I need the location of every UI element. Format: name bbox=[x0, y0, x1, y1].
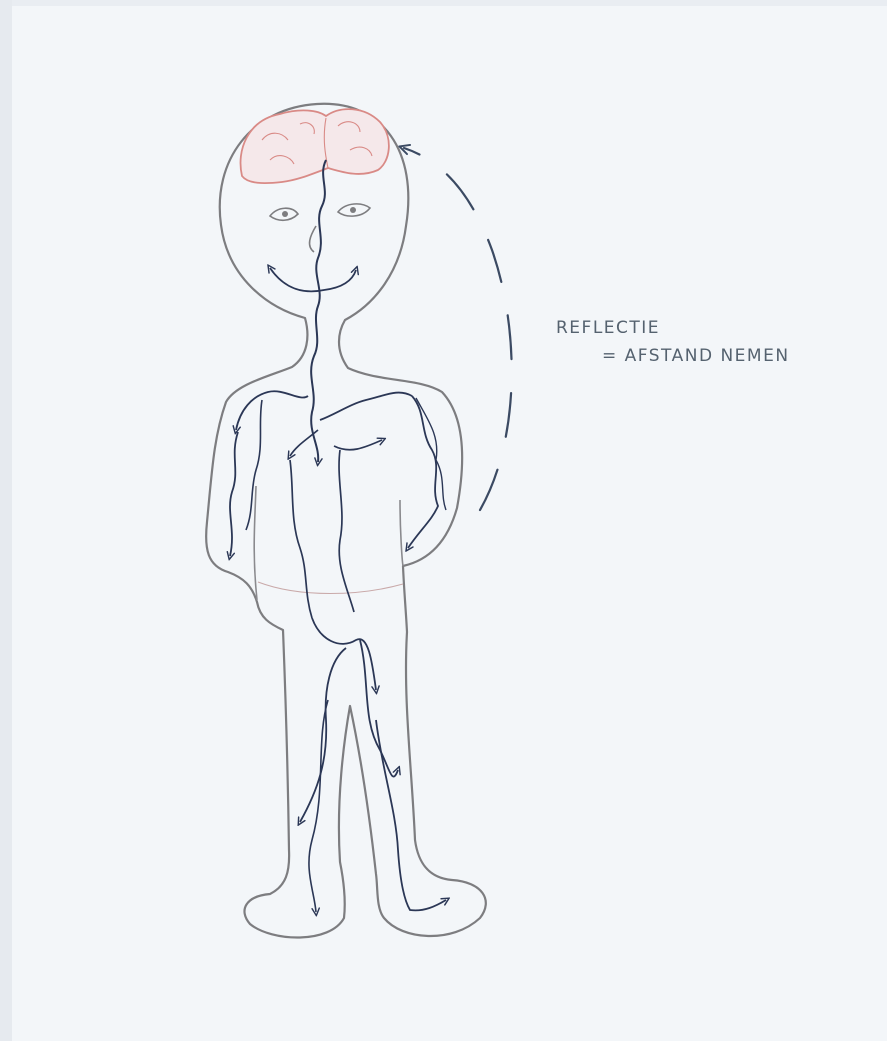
left-shoulder-flow bbox=[236, 391, 308, 430]
right-arm-inner-line bbox=[400, 500, 403, 566]
spine-flow bbox=[311, 160, 326, 462]
left-pupil bbox=[282, 211, 288, 217]
brain-icon bbox=[241, 109, 389, 183]
annotation-definition: = AFSTAND NEMEN bbox=[602, 342, 790, 370]
torso-right-flow bbox=[339, 450, 354, 612]
left-arm-inner-line bbox=[254, 486, 257, 600]
chest-right-flow bbox=[334, 440, 382, 450]
right-leg-lower-flow bbox=[376, 720, 446, 910]
right-arm-flow bbox=[408, 396, 438, 548]
right-shoulder-flow bbox=[320, 393, 412, 420]
right-leg-flow bbox=[360, 640, 398, 777]
annotation-title: REFLECTIE bbox=[556, 318, 660, 338]
smile-flow bbox=[270, 268, 356, 291]
chest-left-flow bbox=[290, 430, 318, 456]
left-leg-inner-flow bbox=[309, 700, 328, 912]
nose bbox=[310, 226, 316, 252]
reflection-annotation: REFLECTIE = AFSTAND NEMEN bbox=[556, 314, 790, 370]
left-arm-flow bbox=[230, 432, 238, 556]
torso-left-flow bbox=[290, 460, 312, 618]
left-shoulder-inner bbox=[246, 400, 262, 530]
right-pupil bbox=[350, 207, 356, 213]
reflection-arc bbox=[404, 148, 512, 510]
waist-line bbox=[258, 582, 403, 594]
